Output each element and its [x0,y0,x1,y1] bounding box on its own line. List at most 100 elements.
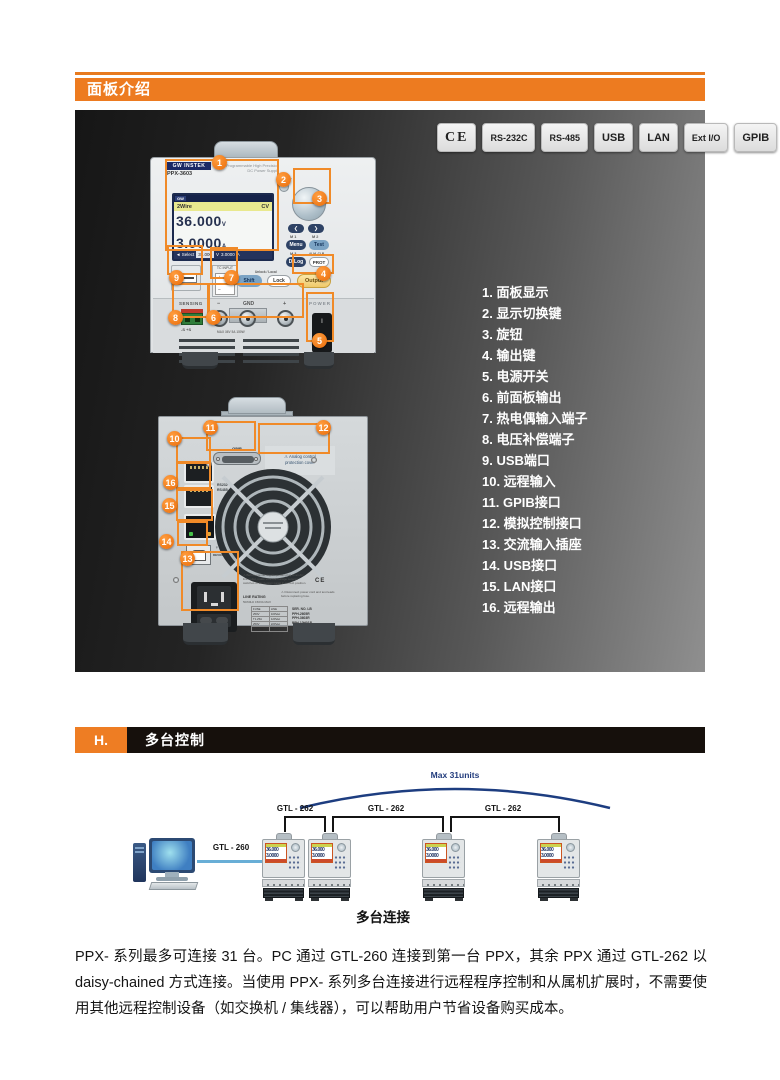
feature-item: 10. 远程输入 [482,474,556,489]
gpib-label: GPIB [232,446,242,451]
feature-list: 1. 面板显示 2. 显示切换键 3. 旋钮 4. 输出键 5. 电源开关 6.… [482,282,587,618]
callout-6: 6 [206,310,221,325]
callout-1: 1 [212,155,227,170]
callout-box-ac [181,551,239,611]
cert-badges: CE RS-232C RS-485 USB LAN Ext I/O GPIB [437,123,778,152]
gtl260-cable [197,860,262,863]
test-button: Test [309,240,329,250]
binding-post-positive [277,310,294,327]
callout-10: 10 [167,431,182,446]
m2-label: M 2 [312,235,319,239]
callout-box-analog [258,423,330,454]
menu-button: Menu [286,240,306,250]
callout-box-sensing [172,283,209,318]
unlock-local-label: Unlock / Local [255,270,277,274]
feature-item: 3. 旋钮 [482,327,523,342]
callout-8: 8 [168,310,183,325]
feature-item: 8. 电压补偿端子 [482,432,575,447]
feature-item: 15. LAN接口 [482,579,557,594]
callout-9: 9 [169,270,184,285]
gw-mini-badge: GW [175,196,186,201]
callout-box-display [165,159,279,251]
gnd-label: GND [243,301,255,307]
gpib-badge: GPIB [734,123,778,152]
section-h-letter: H. [75,727,127,753]
pc-keyboard [148,882,199,890]
cv-indicator: CV [261,203,269,210]
callout-3: 3 [312,191,327,206]
body-paragraph: PPX- 系列最多可连接 31 台。PC 通过 GTL-260 连接到第一台 P… [75,949,707,1017]
gtl262-label: GTL - 262 [276,804,314,813]
front-usb-port [171,265,201,291]
device-foot [183,623,228,645]
device-foot [182,352,218,369]
feature-item: 7. 热电偶输入端子 [482,411,588,426]
dlog-button: D-Log [286,257,306,267]
callout-box-usb [167,245,203,275]
max-units-arc [299,787,611,810]
feature-item: 5. 电源开关 [482,369,549,384]
callout-box-usb-b [177,521,208,546]
ce-mark: CE [315,578,326,584]
feature-item: 12. 模拟控制接口 [482,516,582,531]
callout-14: 14 [159,534,174,549]
usb-icon: ♆ [215,545,219,551]
callout-15: 15 [162,498,177,513]
sensing-label: SENSING [179,301,203,306]
left-arrow-button: ❮ [288,224,304,233]
callout-11: 11 [203,420,218,435]
select-bar: ◄ Select 36.000 V 3.0000 A [174,249,272,259]
callout-2: 2 [276,172,291,187]
callout-box-gpib [206,421,256,451]
warning-text: ⚠ Before connecting the power plug to an… [243,573,307,585]
callout-box-knob [293,168,331,204]
feature-item: 14. USB接口 [482,558,558,573]
rs485-badge: RS-485 [541,123,588,152]
callout-12: 12 [316,420,331,435]
callout-box-lan [176,489,213,521]
extio-badge: Ext I/O [683,123,729,152]
section-title-panel-intro: 面板介绍 [75,78,705,101]
serial-block: SER. NO. LB PPH-2605R PPH-3603R PPH-10H0… [292,607,312,625]
callout-16: 16 [163,475,178,490]
gtl262-label: GTL - 262 [484,804,522,813]
feature-item: 9. USB端口 [482,453,550,468]
cooling-fan [215,469,331,585]
feature-item: 2. 显示切换键 [482,306,562,321]
right-arrow-button: ❯ [308,224,324,233]
callout-7: 7 [224,270,239,285]
binding-post-gnd [239,310,256,327]
max-units-label: Max 31units [430,770,480,780]
lan-badge: LAN [639,123,678,152]
gtl262-cable [450,816,560,832]
feature-item: 1. 面板显示 [482,285,549,300]
callout-box-output [292,254,334,274]
device-foot [293,623,335,645]
feature-item: 11. GPIB接口 [482,495,561,510]
output-rating: MAX 36V 5A 150W [217,330,245,334]
diagram-caption: 多台连接 [356,910,410,925]
gtl262-cable [332,816,444,832]
callout-13: 13 [180,551,195,566]
rs232c-badge: RS-232C [482,123,536,152]
callout-box-remote-out [176,461,211,489]
gtl260-label: GTL - 260 [212,843,250,852]
pc-tower [133,843,146,882]
usb-badge: USB [593,123,634,152]
gpib-connector [213,452,261,465]
tagline: Programmable High Precision DC Power Sup… [225,163,279,173]
m1-label: M 1 [290,235,297,239]
feature-item: 16. 远程输出 [482,600,556,615]
section-h-bar: H. 多台控制 [75,727,705,753]
line-rating-value: 50/60Hz 150VA MAX [243,600,271,604]
gtl262-label: GTL - 262 [367,804,405,813]
feature-item: 6. 前面板输出 [482,390,562,405]
line-rating-label: LINE RATING [243,595,266,599]
